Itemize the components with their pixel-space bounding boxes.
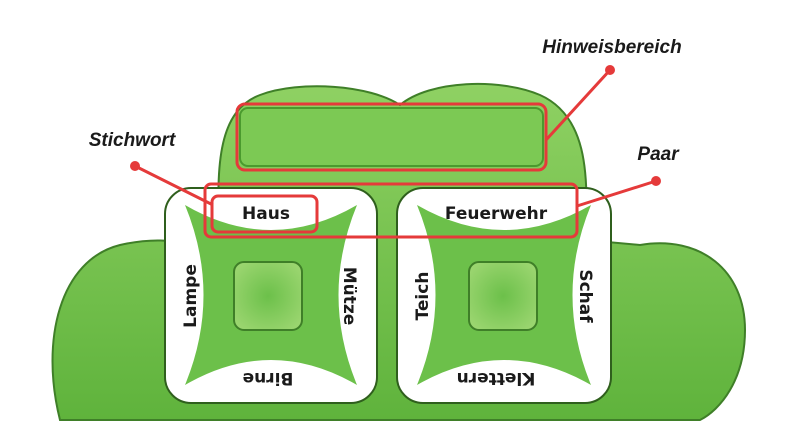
card-2-left-word: Teich (413, 272, 433, 321)
hint-area-label: Hinweisbereich (542, 37, 681, 58)
keyword-pointer-dot (130, 161, 140, 171)
card-1-top-word: Haus (242, 204, 290, 224)
hint-area (239, 107, 544, 167)
card-1-left-word: Lampe (181, 264, 201, 328)
hint-area-pointer-dot (605, 65, 615, 75)
card-1: Haus Lampe Mütze Birne (164, 187, 378, 404)
hint-area-highlight (235, 102, 548, 172)
card-1-right-word: Mütze (339, 267, 359, 326)
card-2: Feuerwehr Teich Schaf Klettern (396, 187, 612, 404)
card-2-bottom-word: Klettern (457, 368, 536, 388)
card-center-square (233, 261, 303, 331)
pair-label: Paar (637, 144, 680, 165)
card-1-bottom-word: Birne (243, 368, 294, 388)
card-center-square (468, 261, 538, 331)
keyword-highlight (210, 194, 319, 234)
pair-highlight (203, 182, 579, 239)
pair-pointer-dot (651, 176, 661, 186)
card-2-top-word: Feuerwehr (445, 204, 548, 224)
card-2-right-word: Schaf (575, 269, 595, 323)
keyword-label: Stichwort (89, 130, 176, 151)
